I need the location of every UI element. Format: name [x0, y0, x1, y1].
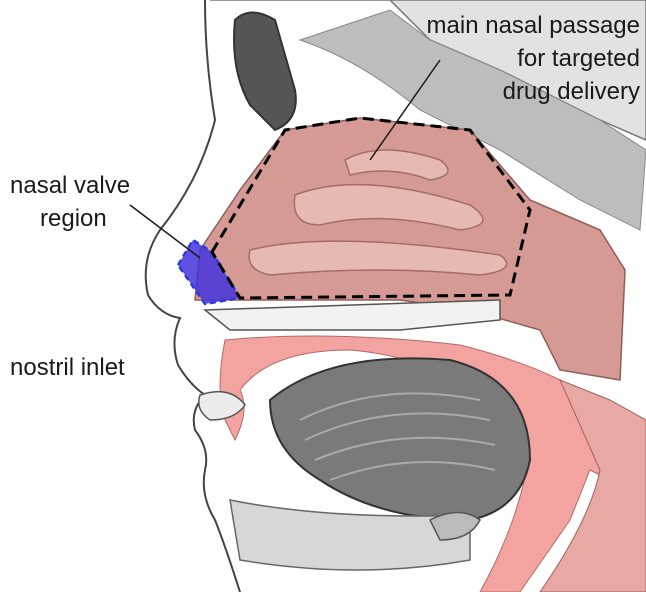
- main-passage-label-3: drug delivery: [503, 78, 640, 105]
- frontal-sinus: [234, 13, 296, 131]
- main-passage-label-1: main nasal passage: [427, 12, 640, 39]
- valve-label-2: region: [40, 205, 107, 232]
- hard-palate: [205, 300, 500, 330]
- valve-leader: [130, 205, 200, 258]
- main-passage-label-2: for targeted: [517, 45, 640, 72]
- valve-label-1: nasal valve: [10, 172, 130, 199]
- hyoid: [430, 513, 480, 541]
- nostril-label: nostril inlet: [10, 354, 125, 381]
